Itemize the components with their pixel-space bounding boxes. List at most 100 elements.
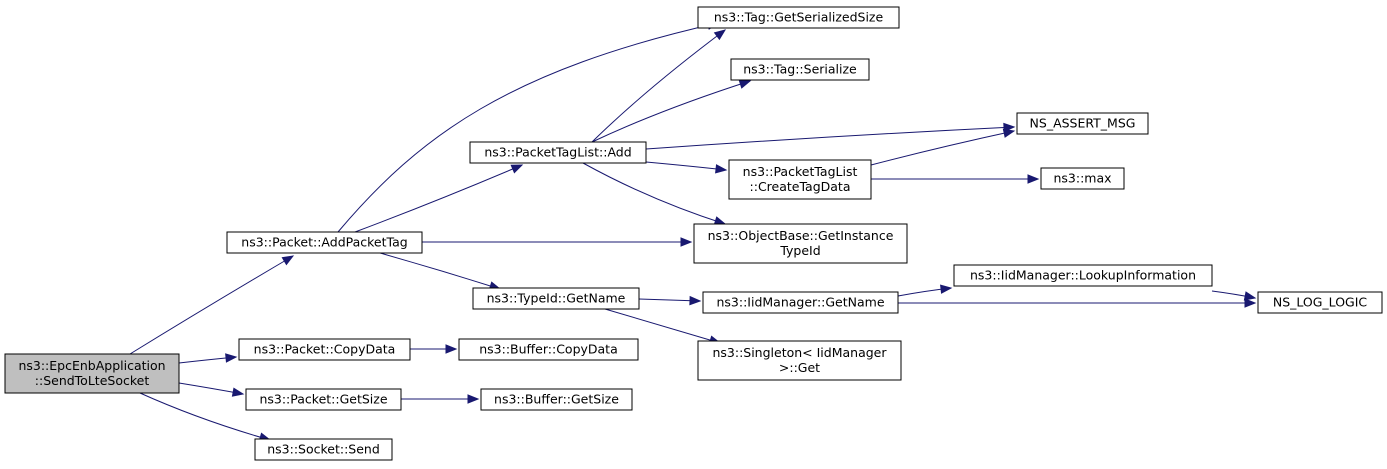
- edge-ptl_createtag-to-ns_assert_msg: [870, 128, 1016, 166]
- node-label: ns3::max: [1053, 171, 1111, 186]
- node-box: [730, 58, 870, 81]
- node-box: [697, 6, 900, 29]
- edge-line: [582, 162, 726, 225]
- node-box: [469, 141, 647, 164]
- node-copydata[interactable]: ns3::Packet::CopyData: [238, 338, 411, 361]
- node-label: ns3::IidManager::LookupInformation: [970, 268, 1196, 283]
- arrowhead-icon: [510, 164, 524, 174]
- edge-line: [139, 392, 271, 441]
- node-ns-log-logic[interactable]: NS_LOG_LOGIC: [1257, 291, 1383, 314]
- node-box: [728, 159, 872, 200]
- node-box: [697, 340, 902, 381]
- edge-copydata-to-buffer_copydata: [410, 344, 458, 354]
- node-label: ::CreateTagData: [750, 179, 851, 194]
- node-box: [254, 438, 393, 461]
- arrowhead-icon: [689, 295, 702, 306]
- node-getsize[interactable]: ns3::Packet::GetSize: [245, 388, 402, 411]
- edge-ptl_createtag-to-ns3_max: [871, 174, 1040, 184]
- arrowhead-icon: [940, 284, 953, 294]
- edge-iid_lookup-to-ns_log_logic: [1211, 290, 1257, 301]
- node-buffer-copydata[interactable]: ns3::Buffer::CopyData: [458, 338, 639, 361]
- node-label: TypeId: [779, 243, 820, 258]
- node-box: [953, 264, 1213, 287]
- arrowhead-icon: [231, 387, 245, 397]
- arrowhead-icon: [467, 394, 480, 404]
- arrowhead-icon: [1002, 128, 1016, 138]
- node-socketsend[interactable]: ns3::Socket::Send: [254, 438, 393, 461]
- edge-root-to-addpackettag: [129, 255, 295, 355]
- edge-root-to-copydata: [178, 353, 238, 364]
- arrowhead-icon: [281, 255, 295, 266]
- node-root[interactable]: ns3::EpcEnbApplication::SendToLteSocket: [4, 353, 180, 394]
- node-label: ns3::Packet::GetSize: [259, 392, 387, 407]
- arrowhead-icon: [715, 164, 728, 174]
- node-label: ns3::Singleton< IidManager: [712, 345, 887, 360]
- nodes-layer: ns3::EpcEnbApplication::SendToLteSocketn…: [4, 6, 1383, 461]
- node-label: ::SendToLteSocket: [35, 373, 150, 388]
- node-label: ns3::Packet::CopyData: [254, 342, 396, 357]
- edge-line: [604, 308, 721, 344]
- node-ptl-add[interactable]: ns3::PacketTagList::Add: [469, 141, 647, 164]
- edge-line: [337, 22, 719, 233]
- node-typeid-getname[interactable]: ns3::TypeId::GetName: [472, 287, 640, 310]
- node-ns3-max[interactable]: ns3::max: [1040, 167, 1125, 190]
- node-tag-serialize[interactable]: ns3::Tag::Serialize: [730, 58, 870, 81]
- node-box: [226, 231, 423, 254]
- edge-getsize-to-buffer_getsize: [400, 394, 480, 404]
- edge-ptl_add-to-objbase_getinst: [582, 162, 727, 226]
- node-label: NS_ASSERT_MSG: [1030, 116, 1136, 131]
- node-label: ns3::Socket::Send: [267, 442, 380, 457]
- node-label: ns3::Tag::GetSerializedSize: [714, 10, 884, 25]
- node-box: [1040, 167, 1125, 190]
- edge-line: [354, 164, 523, 233]
- edge-ptl_add-to-tag_serialize: [591, 79, 752, 143]
- arrowhead-icon: [680, 237, 693, 247]
- node-box: [1257, 291, 1383, 314]
- node-box: [693, 223, 908, 264]
- node-label: ns3::PacketTagList::Add: [484, 145, 631, 160]
- node-box: [702, 291, 899, 314]
- edge-line: [645, 161, 727, 171]
- edge-line: [129, 255, 294, 355]
- edge-iid_getname-to-iid_lookup: [897, 284, 953, 297]
- edge-addpackettag-to-objbase_getinst: [421, 237, 693, 247]
- arrowhead-icon: [1243, 291, 1257, 301]
- arrowhead-icon: [225, 353, 238, 363]
- edge-ptl_add-to-ptl_createtag: [645, 161, 728, 174]
- edge-ptl_add-to-ns_assert_msg: [645, 122, 1016, 150]
- node-label: ns3::ObjectBase::GetInstance: [708, 228, 894, 243]
- edge-line: [591, 80, 751, 143]
- edge-line: [591, 29, 726, 143]
- node-label: NS_LOG_LOGIC: [1273, 295, 1368, 310]
- node-label: ns3::PacketTagList: [743, 164, 858, 179]
- arrowhead-icon: [738, 79, 752, 89]
- node-label: ns3::Tag::Serialize: [743, 62, 857, 77]
- node-label: ns3::IidManager::GetName: [716, 295, 884, 310]
- node-iid-getname[interactable]: ns3::IidManager::GetName: [702, 291, 899, 314]
- edge-iid_getname-to-ns_log_logic: [898, 298, 1257, 308]
- edge-line: [645, 126, 1015, 150]
- node-label: >::Get: [779, 360, 820, 375]
- node-ns-assert-msg[interactable]: NS_ASSERT_MSG: [1016, 112, 1149, 135]
- edges-layer: [129, 20, 1257, 442]
- node-addpackettag[interactable]: ns3::Packet::AddPacketTag: [226, 231, 423, 254]
- node-box: [458, 338, 639, 361]
- node-singleton-get[interactable]: ns3::Singleton< IidManager>::Get: [697, 340, 902, 381]
- edge-root-to-getsize: [178, 382, 245, 397]
- node-iid-lookup[interactable]: ns3::IidManager::LookupInformation: [953, 264, 1213, 287]
- edge-addpackettag-to-typeid_getname: [379, 252, 502, 291]
- node-label: ns3::TypeId::GetName: [487, 291, 626, 306]
- node-box: [4, 353, 180, 394]
- arrowhead-icon: [1244, 298, 1257, 308]
- arrowhead-icon: [713, 29, 727, 41]
- edge-addpackettag-to-ptl_add: [354, 164, 524, 233]
- arrowhead-icon: [1027, 174, 1040, 184]
- node-label: ns3::Buffer::CopyData: [479, 342, 618, 357]
- node-buffer-getsize[interactable]: ns3::Buffer::GetSize: [480, 388, 633, 411]
- node-box: [480, 388, 633, 411]
- edge-ptl_add-to-tag_getsersize: [591, 29, 727, 143]
- node-ptl-createtag[interactable]: ns3::PacketTagList::CreateTagData: [728, 159, 872, 200]
- node-tag-getsersize[interactable]: ns3::Tag::GetSerializedSize: [697, 6, 900, 29]
